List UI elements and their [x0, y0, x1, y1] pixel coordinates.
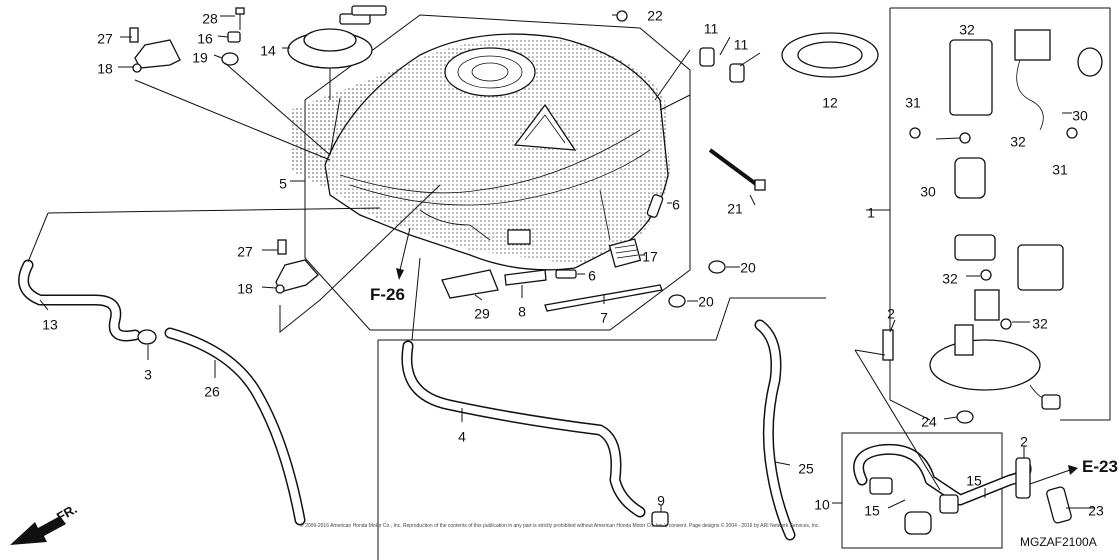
callout-c14: 14	[260, 43, 276, 59]
connector-23	[1046, 486, 1072, 524]
callout-c20b: 20	[698, 294, 714, 310]
callout-c31a: 31	[905, 95, 921, 111]
callout-c9: 9	[657, 493, 665, 509]
hose-25	[754, 319, 796, 541]
callout-c23: 23	[1088, 503, 1104, 519]
callout-c11a: 11	[704, 21, 719, 37]
callout-c22: 22	[647, 8, 663, 24]
fuel-pump-parts	[909, 29, 1103, 410]
hose-4	[401, 340, 646, 518]
fuel-pump-unit-box	[889, 7, 1111, 421]
ref-e23: E-23	[1082, 457, 1118, 476]
rubber-6	[555, 194, 664, 279]
callout-c21: 21	[727, 201, 743, 217]
callout-c26: 26	[204, 384, 220, 400]
fitting-9	[651, 511, 669, 527]
callout-c7: 7	[600, 310, 608, 326]
rubbers-20	[668, 260, 726, 308]
callout-c12: 12	[822, 95, 838, 111]
ref-f26: F-26	[370, 285, 405, 304]
nut-22	[616, 10, 628, 22]
dampers-11	[699, 47, 745, 83]
callout-c24: 24	[921, 414, 937, 430]
joint-3	[137, 329, 157, 345]
bracket-lower	[275, 239, 319, 294]
callout-c32b: 32	[1010, 134, 1026, 150]
callout-c2a: 2	[887, 306, 895, 322]
collar-19	[221, 52, 239, 66]
bracket-upper	[129, 27, 181, 73]
guide-lines	[27, 49, 941, 560]
figure-code: MGZAF2100A	[1020, 535, 1097, 549]
callout-c3: 3	[144, 367, 152, 383]
callout-c15a: 15	[966, 473, 982, 489]
callout-c19: 19	[192, 50, 208, 66]
callout-c29: 29	[474, 306, 490, 322]
leader-lines	[39, 14, 1094, 512]
nut-24	[956, 410, 974, 424]
callout-c32c: 32	[942, 271, 958, 287]
hose-26	[164, 327, 306, 526]
callout-c6a: 6	[672, 197, 680, 213]
copyright-notice: © 2009-2016 American Honda Motor Co., In…	[300, 522, 820, 529]
callout-c11b: 11	[734, 37, 749, 53]
callout-c18b: 18	[237, 281, 253, 297]
hose-assembly-box	[841, 432, 1032, 549]
callout-c27a: 27	[97, 31, 113, 47]
clip-2-lower	[1015, 457, 1031, 499]
fuel-cap	[287, 5, 387, 100]
callout-c8: 8	[518, 304, 526, 320]
arrow-f26	[396, 227, 411, 280]
callout-c27b: 27	[237, 244, 253, 260]
callout-c32a: 32	[959, 22, 975, 38]
callout-c5: 5	[279, 176, 287, 192]
bolt-28	[235, 7, 245, 30]
sheet-29	[441, 269, 499, 299]
clip-2	[882, 329, 894, 361]
callout-c30b: 30	[920, 184, 936, 200]
hose-13	[18, 259, 141, 342]
callout-c18a: 18	[97, 61, 113, 77]
callout-c31b: 31	[1052, 162, 1068, 178]
callout-c30a: 30	[1072, 108, 1088, 124]
callout-c10: 10	[814, 497, 830, 513]
callout-c32d: 32	[1032, 316, 1048, 332]
callout-c4: 4	[458, 429, 466, 445]
seal-8	[504, 269, 547, 286]
gasket-ring-12	[781, 32, 879, 78]
callout-c1: 1	[867, 205, 875, 221]
pad-17	[608, 238, 642, 268]
callout-c6b: 6	[588, 268, 596, 284]
callout-c16: 16	[197, 31, 213, 47]
callout-c25: 25	[798, 461, 814, 477]
fuel-tank	[290, 33, 691, 271]
callout-c13: 13	[42, 317, 58, 333]
front-arrow-icon	[10, 516, 66, 545]
callout-c17: 17	[642, 249, 658, 265]
callout-c28: 28	[202, 11, 218, 27]
callout-c15b: 15	[864, 503, 880, 519]
callout-c2b: 2	[1020, 434, 1028, 450]
grommet-16	[227, 31, 241, 43]
bolt-21	[708, 148, 766, 191]
arrow-e23	[1029, 465, 1078, 485]
callout-c20a: 20	[740, 260, 756, 276]
